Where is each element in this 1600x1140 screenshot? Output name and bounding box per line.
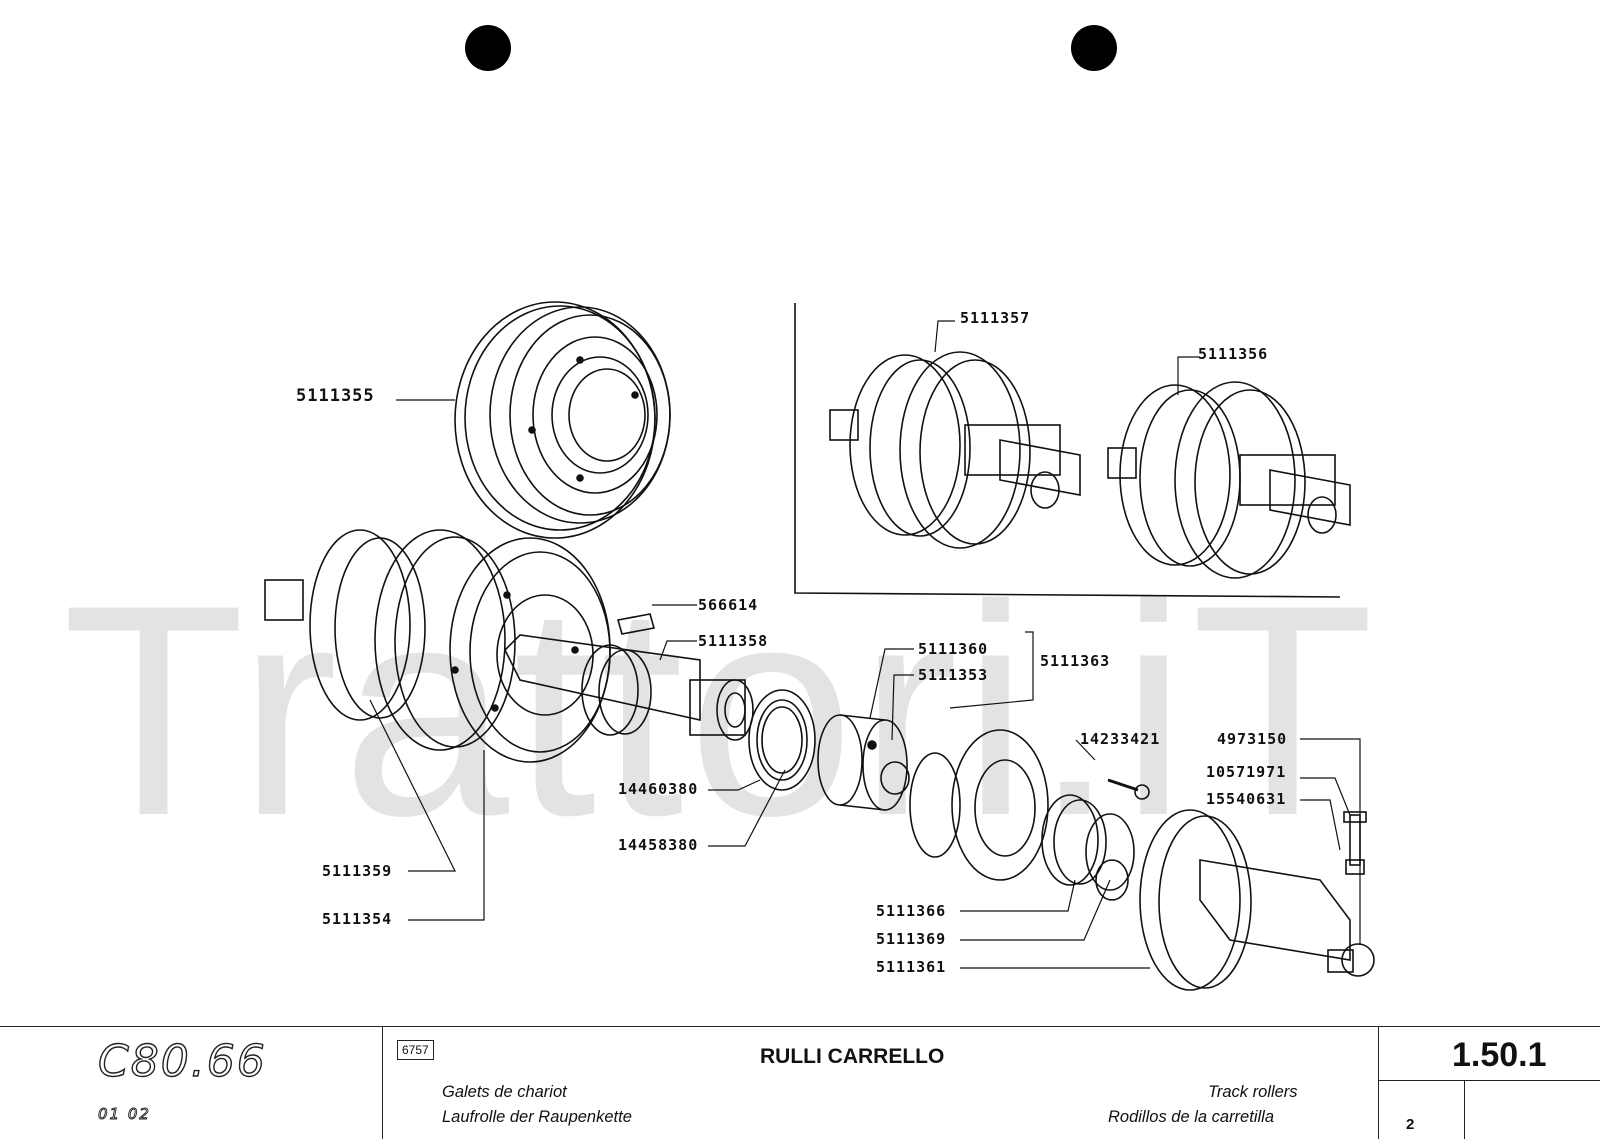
part-label: 5111363 xyxy=(1040,652,1111,670)
housing-drawing xyxy=(909,729,1135,901)
title-block-divider xyxy=(1464,1080,1465,1139)
title-french: Galets de chariot xyxy=(442,1083,567,1101)
part-label: 5111355 xyxy=(296,386,375,406)
part-label: 5111354 xyxy=(322,910,393,928)
part-label: 5111366 xyxy=(876,902,947,920)
part-label: 5111359 xyxy=(322,862,393,880)
page-title: RULLI CARRELLO xyxy=(760,1045,945,1068)
model-logo: C80.66 xyxy=(97,1036,267,1087)
title-block-divider xyxy=(1378,1026,1379,1139)
part-label: 5111353 xyxy=(918,666,989,684)
inset-roller-left-drawing xyxy=(829,351,1081,549)
title-block-hline xyxy=(1378,1080,1600,1081)
page-number: 1.50.1 xyxy=(1452,1036,1547,1074)
part-label: 5111360 xyxy=(918,640,989,658)
binder-hole-left xyxy=(465,25,511,71)
inset-frame xyxy=(794,303,1341,598)
part-label: 5111361 xyxy=(876,958,947,976)
title-english: Track rollers xyxy=(1208,1083,1298,1101)
part-label: 566614 xyxy=(698,596,759,614)
part-label: 5111356 xyxy=(1198,345,1269,363)
title-block xyxy=(0,1026,1600,1140)
part-label: 14233421 xyxy=(1080,730,1161,748)
part-label: 14460380 xyxy=(618,780,699,798)
part-label: 14458380 xyxy=(618,836,699,854)
leader-lines xyxy=(369,320,1361,969)
shaft-drawing xyxy=(504,634,754,741)
sheet-number: 2 xyxy=(1406,1116,1415,1133)
part-label: 5111357 xyxy=(960,309,1031,327)
part-label: 5111358 xyxy=(698,632,769,650)
roller-shell-drawing xyxy=(454,301,671,539)
part-label: 5111369 xyxy=(876,930,947,948)
title-block-divider xyxy=(382,1026,383,1139)
pin-drawing xyxy=(616,613,656,635)
part-label: 4973150 xyxy=(1217,730,1288,748)
seal-rings-drawing xyxy=(748,689,816,791)
main-roller-drawing xyxy=(264,529,611,763)
title-spanish: Rodillos de la carretilla xyxy=(1108,1108,1274,1126)
title-german: Laufrolle der Raupenkette xyxy=(442,1108,632,1126)
ref-code: 6757 xyxy=(397,1040,434,1060)
collar-drawing xyxy=(817,714,910,811)
inset-roller-right-drawing xyxy=(1107,381,1351,579)
part-label: 15540631 xyxy=(1206,790,1287,808)
model-variants: 01 02 xyxy=(98,1105,151,1124)
end-roller-drawing xyxy=(1139,809,1375,991)
binder-hole-right xyxy=(1071,25,1117,71)
part-label: 10571971 xyxy=(1206,763,1287,781)
watermark: Trattori.iT xyxy=(62,542,1379,878)
